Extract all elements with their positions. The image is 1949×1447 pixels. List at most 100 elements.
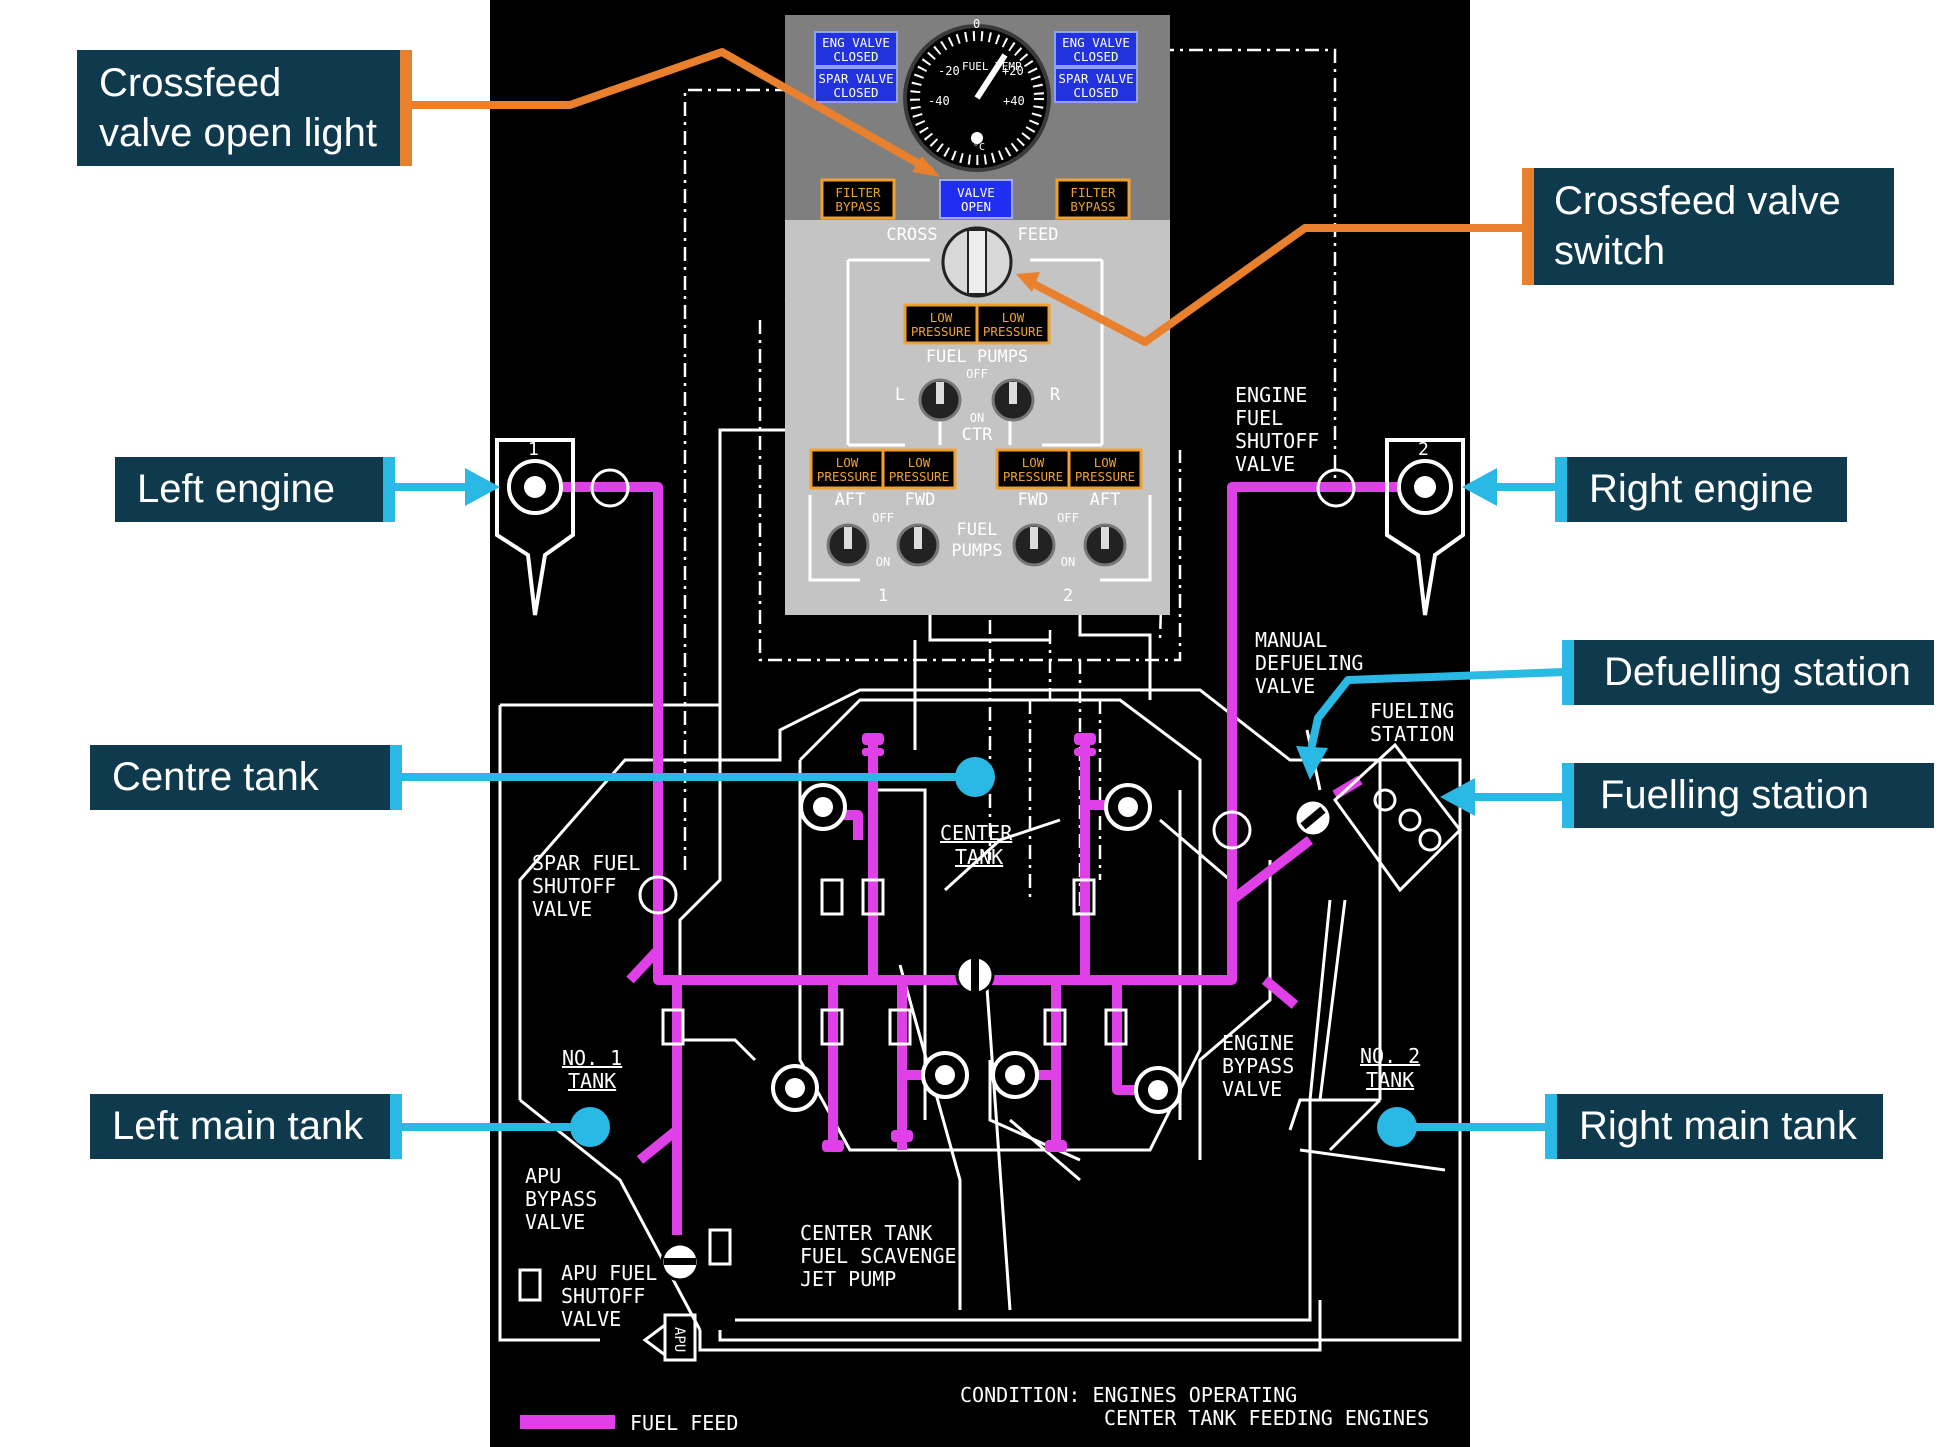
filter-bypass-right-light: FILTER BYPASS	[1055, 178, 1131, 220]
apu-label: APU	[671, 1327, 687, 1352]
svg-text:CLOSED: CLOSED	[833, 85, 878, 100]
check-valve-icon	[661, 1008, 685, 1046]
callout-line: Left main tank	[112, 1104, 364, 1148]
svg-text:SPAR VALVE: SPAR VALVE	[818, 71, 893, 86]
callout-centre-tank: Centre tank	[90, 745, 402, 810]
left-main-tank-dot	[570, 1107, 610, 1147]
indicator-lights: ENG VALVE CLOSED SPAR VALVE CLOSED ENG V…	[809, 31, 1143, 490]
ctr-left-pump-switch[interactable]	[918, 378, 962, 422]
engine1-number: 1	[528, 439, 539, 460]
panel-labels: CROSS FEED FUEL PUMPS OFF ON L R CTR AFT…	[835, 225, 1121, 606]
callout-line: switch	[1554, 229, 1666, 273]
svg-text:VALVE: VALVE	[957, 185, 995, 200]
callout-left-main-tank: Left main tank	[90, 1094, 402, 1159]
svg-text:R: R	[1050, 385, 1061, 405]
aft1-pump-switch[interactable]	[826, 523, 870, 567]
callout-line: Centre tank	[112, 755, 319, 799]
spar-valve-left-icon	[590, 468, 630, 508]
fueling-station-icon	[1333, 742, 1462, 893]
fwd2-pump-switch[interactable]	[1012, 523, 1056, 567]
svg-text:CLOSED: CLOSED	[833, 49, 878, 64]
pump-toggles[interactable]	[826, 378, 1127, 567]
spar-valve-closed-right-light: SPAR VALVE CLOSED	[1054, 67, 1138, 103]
callout-line: Right main tank	[1579, 1104, 1857, 1148]
callout-line: Right engine	[1589, 467, 1814, 511]
legend-fuel-feed-swatch	[520, 1415, 615, 1429]
spar-fuel-shutoff-valve-icon	[638, 875, 678, 915]
svg-text:ENG VALVE: ENG VALVE	[1062, 35, 1130, 50]
svg-text:2: 2	[1063, 586, 1073, 606]
fuel-line-ends	[822, 733, 1096, 1152]
svg-text:FEED: FEED	[1018, 225, 1059, 245]
low-pressure-ctr-left-light: LOW PRESSURE	[903, 303, 979, 345]
low-pressure-fwd1-light: LOW PRESSURE	[881, 448, 957, 490]
aft2-pump-switch[interactable]	[1083, 523, 1127, 567]
eng-valve-closed-left-light: ENG VALVE CLOSED	[814, 31, 898, 67]
ctr-right-pump-switch[interactable]	[991, 378, 1035, 422]
svg-text:FUEL: FUEL	[957, 520, 998, 540]
crossfeed-switch-leader	[1026, 224, 1532, 346]
svg-text:CLOSED: CLOSED	[1073, 49, 1118, 64]
svg-text:LOW: LOW	[1094, 455, 1117, 470]
spar-valve-closed-left-light: SPAR VALVE CLOSED	[814, 67, 898, 103]
check-valve-icon	[888, 1008, 912, 1046]
callout-line: Defuelling station	[1604, 650, 1911, 694]
low-pressure-aft1-light: LOW PRESSURE	[809, 448, 885, 490]
callout-right-main-tank: Right main tank	[1545, 1094, 1883, 1159]
svg-text:OFF: OFF	[1057, 511, 1079, 525]
svg-text:BYPASS: BYPASS	[835, 199, 880, 214]
svg-text:PRESSURE: PRESSURE	[889, 469, 949, 484]
tank-outlines	[498, 428, 1462, 1352]
svg-text:LOW: LOW	[836, 455, 859, 470]
fuel-temp-gauge: 0 -20 -40 +20 +40 FUEL TEMP °C	[903, 17, 1051, 172]
svg-text:L: L	[895, 385, 905, 405]
svg-text:PRESSURE: PRESSURE	[983, 324, 1043, 339]
svg-text:ON: ON	[876, 555, 890, 569]
callout-fuelling-station: Fuelling station	[1562, 763, 1934, 828]
check-valve-icon	[1043, 1008, 1067, 1046]
callout-line: Left engine	[137, 467, 335, 511]
left-engine-icon	[495, 438, 575, 616]
low-pressure-ctr-right-light: LOW PRESSURE	[975, 303, 1051, 345]
check-valve-icon	[820, 1008, 844, 1046]
right-engine-arrowhead	[1462, 468, 1497, 506]
svg-text:FWD: FWD	[905, 490, 936, 510]
legend-fuel-feed-label: FUEL FEED	[630, 1411, 738, 1435]
svg-text:CROSS: CROSS	[886, 225, 937, 245]
svg-text:ON: ON	[1061, 555, 1075, 569]
apu-fuel-valve-stem	[518, 1268, 542, 1302]
svg-text:-20: -20	[938, 64, 960, 78]
right-engine-icon	[1385, 438, 1465, 616]
spar-valve-right-icon	[1316, 468, 1356, 508]
svg-text:CLOSED: CLOSED	[1073, 85, 1118, 100]
svg-text:OFF: OFF	[872, 511, 894, 525]
svg-text:OFF: OFF	[966, 367, 988, 381]
eng-valve-closed-right-light: ENG VALVE CLOSED	[1054, 31, 1138, 67]
crossfeed-switch-arrowhead	[1016, 272, 1040, 292]
crossfeed-light-arrowhead	[912, 156, 940, 177]
callout-crossfeed-valve-switch: Crossfeed valve switch	[1522, 168, 1894, 285]
svg-text:FILTER: FILTER	[835, 185, 881, 200]
apu-icon	[642, 1313, 697, 1362]
svg-text:FWD: FWD	[1018, 490, 1049, 510]
defuelling-leader	[1308, 668, 1569, 749]
svg-text:PUMPS: PUMPS	[951, 541, 1002, 561]
svg-text:LOW: LOW	[1022, 455, 1045, 470]
callout-leaders	[388, 48, 1569, 1147]
svg-text:OPEN: OPEN	[961, 199, 991, 214]
right-main-tank-dot	[1377, 1107, 1417, 1147]
callout-line: Fuelling station	[1600, 773, 1870, 817]
callout-line: valve open light	[99, 111, 377, 155]
fwd1-pump-switch[interactable]	[896, 523, 940, 567]
svg-text:CTR: CTR	[962, 425, 993, 445]
crossfeed-switch[interactable]	[941, 226, 1013, 298]
svg-text:FILTER: FILTER	[1070, 185, 1116, 200]
